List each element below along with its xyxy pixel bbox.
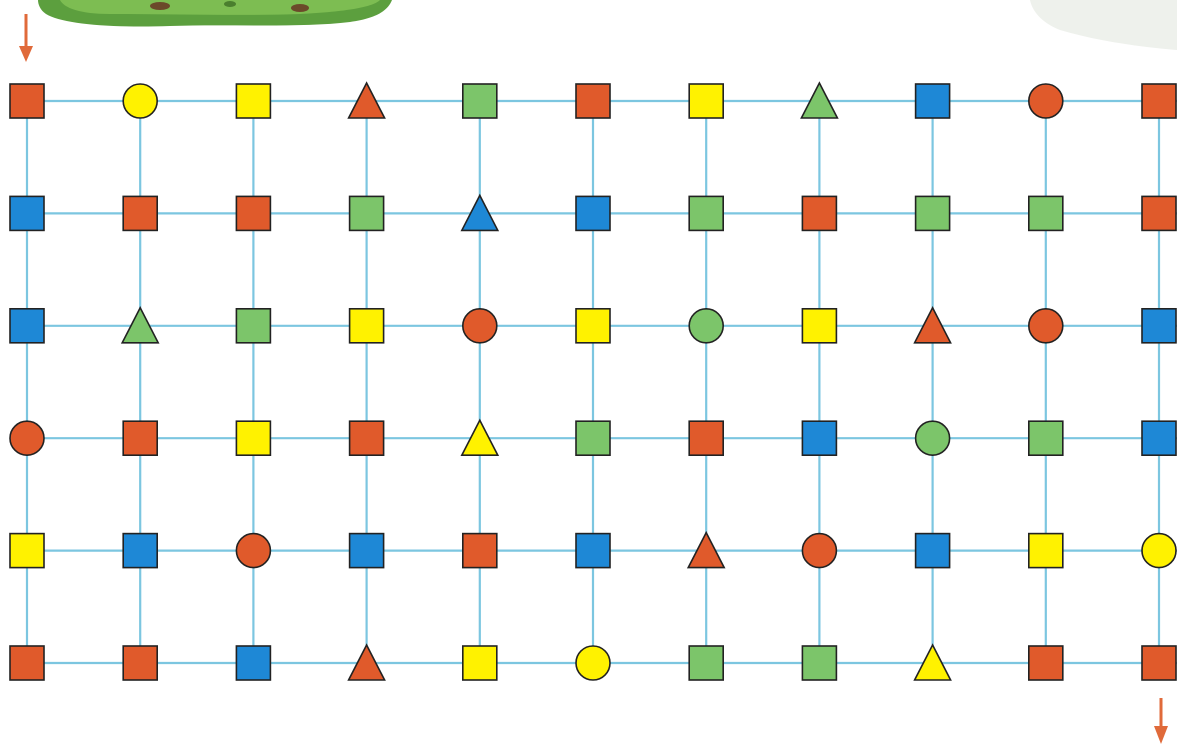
blue-square-node[interactable] bbox=[236, 646, 270, 680]
orange-circle-node[interactable] bbox=[10, 421, 44, 455]
yellow-square-node[interactable] bbox=[236, 421, 270, 455]
orange-square-node[interactable] bbox=[123, 646, 157, 680]
orange-square-node[interactable] bbox=[689, 421, 723, 455]
green-square-node[interactable] bbox=[463, 84, 497, 118]
grass-illustration bbox=[38, 0, 392, 27]
yellow-square-node[interactable] bbox=[802, 309, 836, 343]
blue-square-node[interactable] bbox=[10, 196, 44, 230]
orange-square-node[interactable] bbox=[1142, 646, 1176, 680]
blue-square-node[interactable] bbox=[576, 196, 610, 230]
orange-square-node[interactable] bbox=[802, 196, 836, 230]
orange-square-node[interactable] bbox=[236, 196, 270, 230]
yellow-square-node[interactable] bbox=[689, 84, 723, 118]
blue-square-node[interactable] bbox=[123, 534, 157, 568]
orange-square-node[interactable] bbox=[123, 421, 157, 455]
orange-circle-node[interactable] bbox=[1029, 309, 1063, 343]
green-square-node[interactable] bbox=[350, 196, 384, 230]
green-circle-node[interactable] bbox=[916, 421, 950, 455]
blue-square-node[interactable] bbox=[802, 421, 836, 455]
green-square-node[interactable] bbox=[689, 646, 723, 680]
orange-square-node[interactable] bbox=[10, 646, 44, 680]
orange-square-node[interactable] bbox=[123, 196, 157, 230]
green-square-node[interactable] bbox=[576, 421, 610, 455]
orange-square-node[interactable] bbox=[10, 84, 44, 118]
blue-square-node[interactable] bbox=[10, 309, 44, 343]
yellow-square-node[interactable] bbox=[350, 309, 384, 343]
green-square-node[interactable] bbox=[802, 646, 836, 680]
blue-square-node[interactable] bbox=[916, 84, 950, 118]
orange-circle-node[interactable] bbox=[1029, 84, 1063, 118]
green-square-node[interactable] bbox=[916, 196, 950, 230]
yellow-circle-node[interactable] bbox=[576, 646, 610, 680]
blue-square-node[interactable] bbox=[576, 534, 610, 568]
orange-square-node[interactable] bbox=[1142, 196, 1176, 230]
orange-square-node[interactable] bbox=[1142, 84, 1176, 118]
green-square-node[interactable] bbox=[1029, 196, 1063, 230]
yellow-square-node[interactable] bbox=[10, 534, 44, 568]
yellow-square-node[interactable] bbox=[463, 646, 497, 680]
blue-square-node[interactable] bbox=[1142, 309, 1176, 343]
orange-circle-node[interactable] bbox=[463, 309, 497, 343]
yellow-circle-node[interactable] bbox=[1142, 534, 1176, 568]
green-square-node[interactable] bbox=[236, 309, 270, 343]
orange-circle-node[interactable] bbox=[802, 534, 836, 568]
blue-square-node[interactable] bbox=[350, 534, 384, 568]
blue-square-node[interactable] bbox=[1142, 421, 1176, 455]
green-square-node[interactable] bbox=[1029, 421, 1063, 455]
start-arrow-icon bbox=[19, 14, 33, 62]
end-arrow-icon bbox=[1154, 698, 1168, 744]
yellow-square-node[interactable] bbox=[236, 84, 270, 118]
orange-square-node[interactable] bbox=[1029, 646, 1063, 680]
yellow-square-node[interactable] bbox=[576, 309, 610, 343]
orange-circle-node[interactable] bbox=[236, 534, 270, 568]
yellow-circle-node[interactable] bbox=[123, 84, 157, 118]
corner-decoration bbox=[1030, 0, 1177, 50]
orange-square-node[interactable] bbox=[576, 84, 610, 118]
grid-lines bbox=[27, 101, 1177, 663]
orange-square-node[interactable] bbox=[463, 534, 497, 568]
yellow-square-node[interactable] bbox=[1029, 534, 1063, 568]
green-circle-node[interactable] bbox=[689, 309, 723, 343]
blue-square-node[interactable] bbox=[916, 534, 950, 568]
orange-square-node[interactable] bbox=[350, 421, 384, 455]
green-square-node[interactable] bbox=[689, 196, 723, 230]
